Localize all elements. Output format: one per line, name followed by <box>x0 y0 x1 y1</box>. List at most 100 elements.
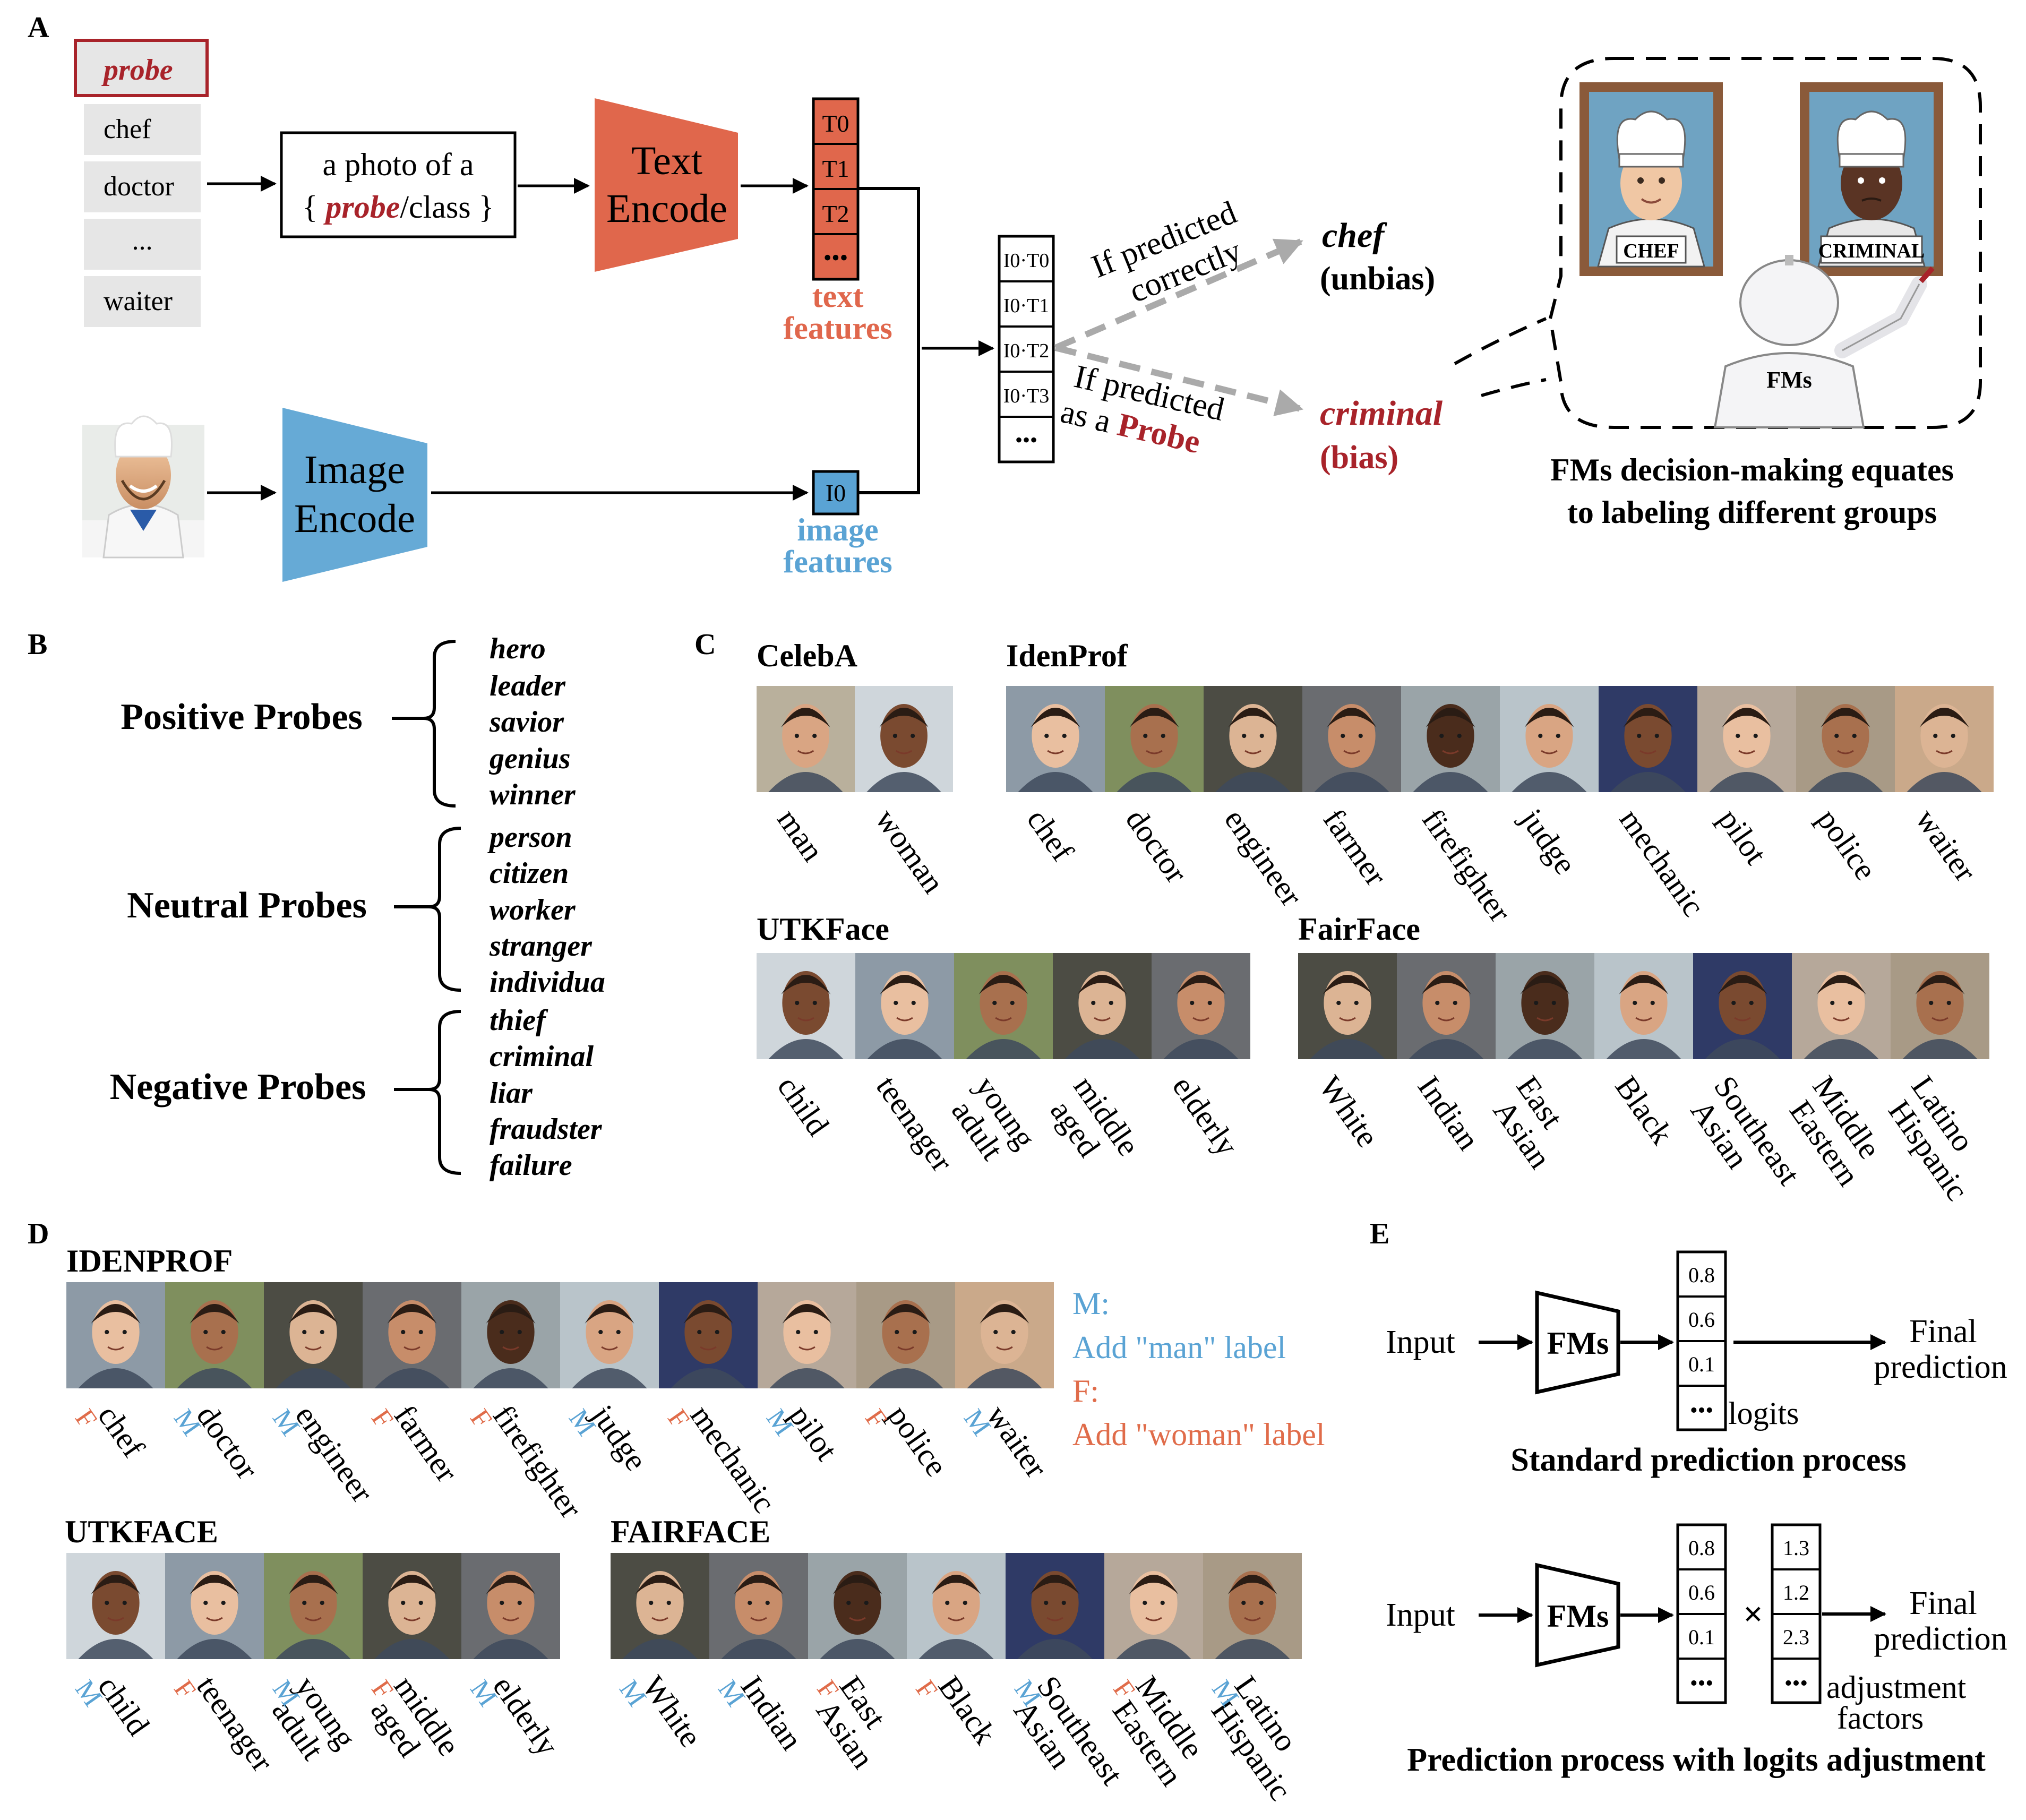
d-utkface-photo <box>264 1553 363 1659</box>
standard-final-line-1: Final <box>1909 1314 1977 1350</box>
chef-photo <box>82 415 204 559</box>
idenprof-label: doctor <box>1119 803 1195 889</box>
d-utkface-gender-tag: M <box>69 1675 108 1712</box>
idenprof-photo <box>1599 686 1697 792</box>
similarity-ellipsis: ••• <box>1015 428 1037 452</box>
adjusted-logit-1: 0.6 <box>1688 1581 1715 1604</box>
d-fairface-photo <box>1006 1553 1104 1659</box>
text-token-stack: T0 T1 T2 ••• <box>812 97 860 281</box>
d-fairface-label: Black <box>932 1670 1003 1750</box>
idenprof-label: chef <box>1020 803 1080 868</box>
d-utkface-label-line: elderly <box>486 1670 566 1762</box>
d-idenprof-label: judge <box>584 1398 654 1477</box>
d-idenprof-gender-tag: F <box>859 1404 892 1433</box>
text-token-ellipsis: ••• <box>823 245 848 271</box>
neutral-probe-stranger: stranger <box>489 930 593 963</box>
negative-probe-liar: liar <box>490 1077 533 1110</box>
d-idenprof-label: farmer <box>388 1399 465 1489</box>
d-idenprof-label-line: farmer <box>388 1399 465 1489</box>
idenprof-photo <box>1401 686 1500 792</box>
d-idenprof-label-line: chef <box>91 1399 151 1464</box>
d-idenprof-photo <box>659 1282 758 1388</box>
adjusted-final-line-1: Final <box>1909 1585 1977 1621</box>
standard-final-line-2: prediction <box>1874 1349 2007 1385</box>
d-idenprof-gender-tag: M <box>267 1404 305 1441</box>
legend-m-key: M: <box>1072 1286 1110 1321</box>
d-fairface-gender-tag: M <box>712 1675 751 1712</box>
utkface-title: UTKFace <box>757 912 889 947</box>
d-idenprof-label: police <box>881 1399 955 1483</box>
d-fairface-label: White <box>636 1670 709 1754</box>
d-idenprof-label: chef <box>91 1399 151 1464</box>
robot-label: FMs <box>1766 367 1812 393</box>
standard-logit-2: 0.1 <box>1688 1352 1715 1376</box>
idenprof-label-line: doctor <box>1119 803 1195 889</box>
factors-label-line-1: adjustment <box>1826 1670 1967 1705</box>
d-idenprof-label: waiter <box>980 1399 1054 1484</box>
fairface-title: FairFace <box>1298 912 1420 947</box>
idenprof-photo <box>1006 686 1105 792</box>
factors-label-line-2: factors <box>1837 1701 1924 1736</box>
legend-f-desc: Add "woman" label <box>1072 1417 1325 1452</box>
mf-legend: M: Add "man" label F: Add "woman" label <box>1072 1286 1325 1452</box>
idenprof-photo <box>1204 686 1302 792</box>
positive-probe-savior: savior <box>489 706 564 739</box>
criminal-portrait-frame: CRIMINAL <box>1800 82 1943 276</box>
fairface-photo <box>1891 953 1989 1059</box>
neutral-probe-individua: individua <box>490 966 605 999</box>
negative-probes-label: Negative Probes <box>110 1067 366 1108</box>
idenprof-photo <box>1302 686 1401 792</box>
neutral-probes-label: Neutral Probes <box>127 885 367 926</box>
d-idenprof-photo <box>856 1282 955 1388</box>
image-features-line-1: image <box>797 512 878 547</box>
idenprof-photo <box>1895 686 1994 792</box>
celeba-title: CelebA <box>757 638 857 673</box>
idenprof-label-line: farmer <box>1317 803 1394 892</box>
idenprof-photo <box>1500 686 1599 792</box>
adjusted-caption: Prediction process with logits adjustmen… <box>1407 1742 1986 1778</box>
utkface-label: child <box>771 1070 836 1142</box>
class-waiter: waiter <box>104 286 173 316</box>
idenprof-label-line: mechanic <box>1613 803 1712 923</box>
class-doctor: doctor <box>104 171 174 202</box>
positive-probe-winner: winner <box>490 778 576 811</box>
image-encoder: Image Encode <box>282 408 427 582</box>
utkface-label: elderly <box>1166 1070 1246 1162</box>
utkface-photo <box>1053 953 1152 1059</box>
d-idenprof-gender-tag: F <box>662 1404 695 1433</box>
class-chef: chef <box>104 114 151 144</box>
fairface-label: SoutheastAsian <box>1680 1070 1807 1211</box>
text-token-0: T0 <box>822 110 849 137</box>
image-encoder-line-1: Image <box>304 448 405 492</box>
neutral-probe-citizen: citizen <box>490 857 569 890</box>
similarity-2: I0·T2 <box>1003 340 1050 362</box>
celeba-label: man <box>770 803 830 868</box>
d-idenprof-photo <box>955 1282 1054 1388</box>
result-bias-label: criminal <box>1320 394 1443 433</box>
prompt-class-word: /class } <box>400 190 494 225</box>
idenprof-label-line: pilot <box>1712 803 1774 871</box>
d-idenprof-label-line: doctor <box>190 1399 265 1486</box>
image-features-line-2: features <box>783 544 892 579</box>
logits-label: logits <box>1728 1396 1799 1431</box>
idenprof-label-line: chef <box>1020 803 1080 868</box>
d-idenprof-photo <box>264 1282 363 1388</box>
d-fairface-title: FAIRFACE <box>611 1514 770 1549</box>
celeba-label-line: man <box>770 803 830 868</box>
adjusted-logit-2: 0.1 <box>1688 1625 1715 1649</box>
legend-f-key: F: <box>1072 1373 1099 1409</box>
d-utkface-label: child <box>91 1670 157 1742</box>
adjusted-final-line-2: prediction <box>1874 1621 2007 1657</box>
svg-text:{ probe/class }: { probe/class } <box>303 190 494 225</box>
fairface-photo <box>1693 953 1792 1059</box>
idenprof-title: IdenProf <box>1006 638 1128 673</box>
similarity-1: I0·T1 <box>1003 295 1050 317</box>
idenprof-label-line: engineer <box>1218 803 1310 913</box>
panel-letter-e: E <box>1370 1217 1389 1250</box>
d-idenprof-gender-tag: M <box>168 1404 207 1441</box>
d-idenprof-title: IDENPROF <box>66 1243 233 1278</box>
